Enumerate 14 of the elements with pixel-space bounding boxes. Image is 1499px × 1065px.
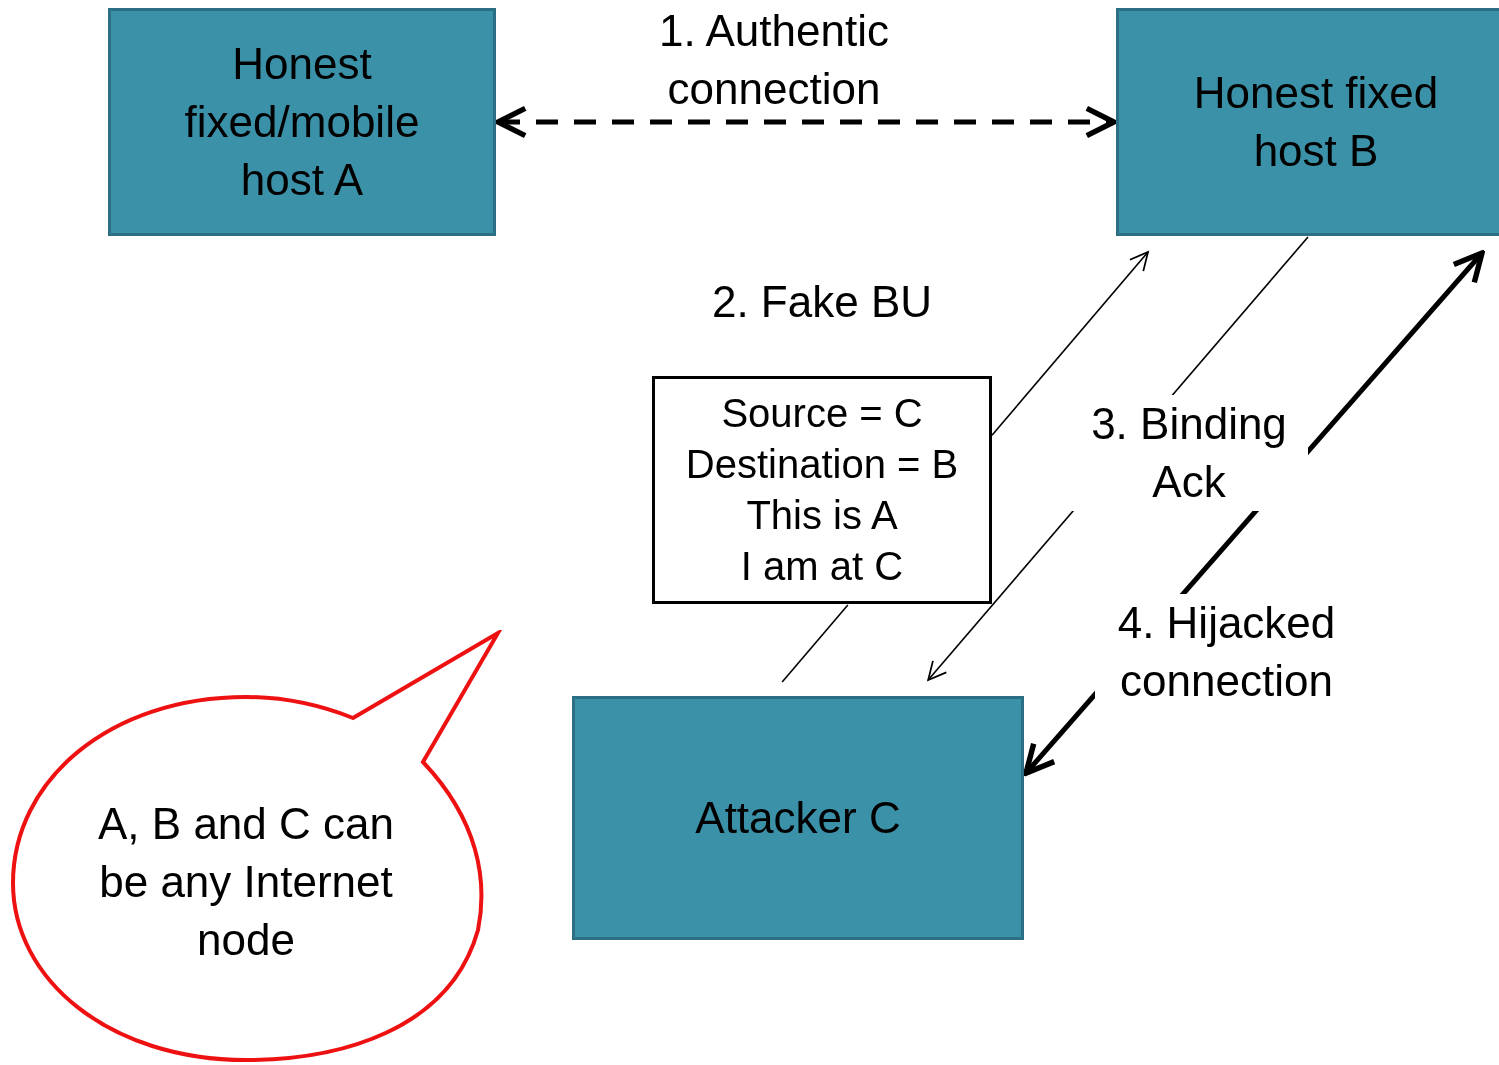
host-box: Attacker C xyxy=(572,696,1024,940)
host-box: Honest fixed host B xyxy=(1116,8,1499,236)
arrow xyxy=(495,105,1117,139)
message-line: I am at C xyxy=(740,543,904,590)
host-box: Honest fixed/mobile host A xyxy=(108,8,496,236)
speech-bubble xyxy=(10,630,502,1064)
message-line: This is A xyxy=(746,492,898,539)
edge-label: 3. Binding Ack xyxy=(1070,395,1308,511)
message-heading: 2. Fake BU xyxy=(710,277,934,327)
connector-line xyxy=(781,604,849,683)
arrow xyxy=(991,251,1149,437)
message-line: Source = C xyxy=(721,390,923,437)
message-line: Destination = B xyxy=(685,441,959,488)
callout-text: A, B and C can be any Internet node xyxy=(97,798,395,966)
